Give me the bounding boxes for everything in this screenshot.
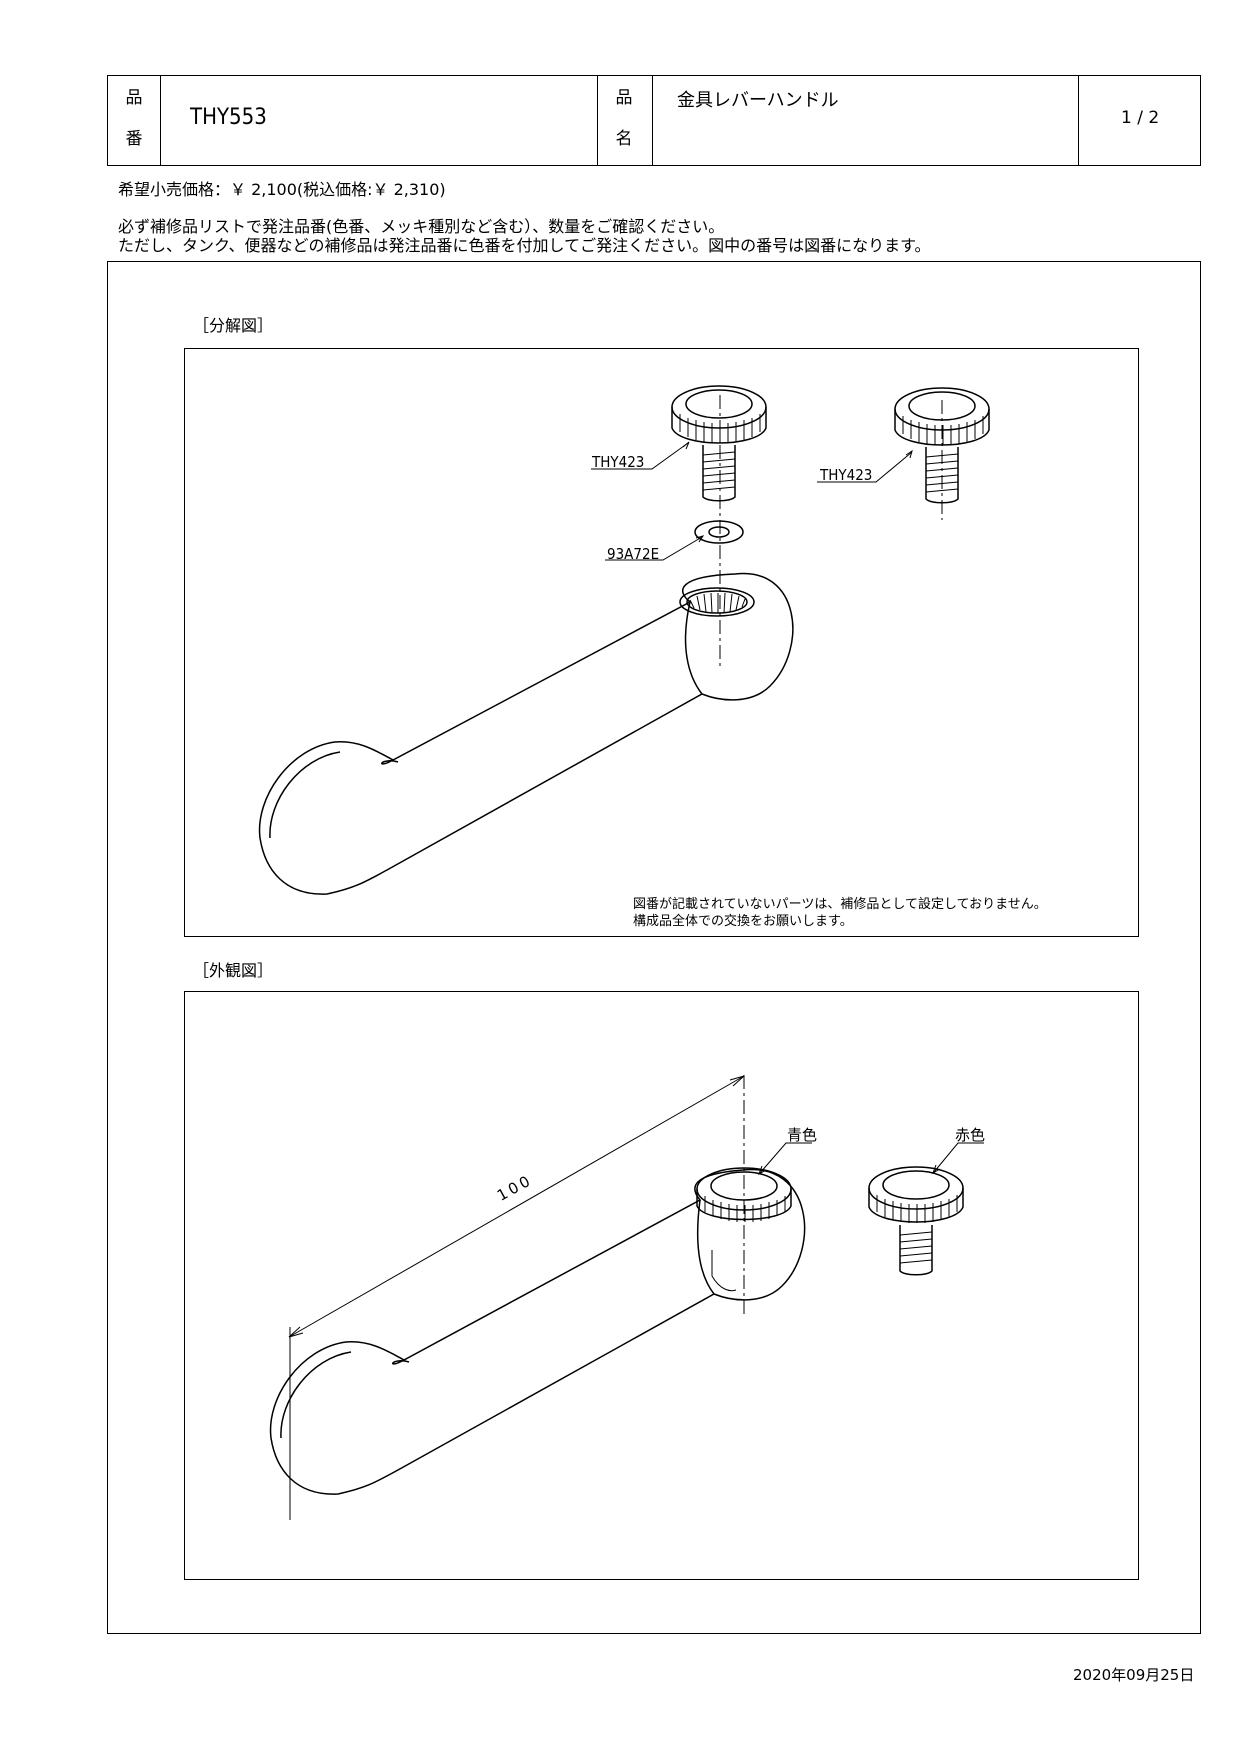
label-blue-color: 青色	[787, 1126, 818, 1144]
exploded-note-2: 構成品全体での交換をお願いします。	[633, 914, 853, 929]
cap-screw-right	[894, 387, 990, 520]
part-name-label: 名	[615, 129, 633, 149]
leader-line	[591, 442, 689, 470]
lever-bore-outer	[679, 587, 755, 617]
header-divider	[160, 75, 161, 166]
external-view-title: ［外観図］	[193, 961, 274, 980]
leader-arrow	[682, 441, 690, 450]
lever-handle	[258, 572, 794, 895]
lever-contour	[381, 759, 399, 765]
part-number-label: 番	[125, 129, 143, 149]
leader-arrow	[695, 535, 705, 543]
leader-arrow	[932, 1164, 941, 1175]
external-view-panel	[184, 991, 1139, 1580]
header-table	[107, 75, 1201, 166]
lever-outline	[258, 572, 794, 895]
page-number: 1 / 2	[1121, 108, 1160, 128]
part-number: THY553	[190, 105, 267, 130]
lever-contour	[684, 601, 703, 695]
lever-contour	[269, 751, 341, 839]
leader-line	[605, 536, 703, 561]
exploded-view-panel	[184, 348, 1139, 937]
part-name-label: 品	[615, 88, 633, 108]
lever-handle-assembled	[269, 1168, 806, 1495]
exploded-note-1: 図番が記載されていないパーツは、補修品として設定しておりません。	[633, 897, 1047, 912]
header-divider	[597, 75, 598, 166]
header-divider	[1078, 75, 1079, 166]
notice-line-2: ただし、タンク、便器などの補修品は発注品番に色番を付加してご発注ください。図中の…	[118, 236, 931, 255]
leader-arrow	[758, 1165, 767, 1176]
washer	[694, 520, 744, 544]
retail-price: 希望小売価格：￥ 2,100(税込価格:￥ 2,310)	[118, 180, 446, 199]
header-divider	[652, 75, 653, 166]
dimension-line	[288, 1075, 745, 1338]
leader-line	[759, 1142, 812, 1174]
cap-red	[868, 1166, 964, 1276]
label-cap-right: THY423	[820, 466, 873, 484]
label-cap-left: THY423	[592, 453, 645, 471]
dimension-arrow	[729, 1075, 745, 1087]
lever-bore-thread	[689, 592, 746, 614]
leader-line	[933, 1142, 984, 1173]
issue-date: 2020年09月25日	[1073, 1666, 1195, 1684]
label-red-color: 赤色	[955, 1126, 986, 1144]
notice-line-1: 必ず補修品リストで発注品番(色番、メッキ種別など含む）、数量をご確認ください。	[118, 217, 725, 236]
part-number-label: 品	[125, 88, 143, 108]
lever-bore-inner	[686, 590, 748, 614]
dimension-arrow	[288, 1326, 304, 1338]
exploded-view-title: ［分解図］	[193, 316, 274, 335]
drawing-frame	[107, 261, 1201, 1634]
leader-line	[817, 451, 913, 483]
leader-arrow	[905, 449, 913, 459]
label-washer: 93A72E	[607, 545, 660, 563]
cap-screw-left	[671, 385, 767, 502]
part-name: 金具レバーハンドル	[677, 90, 839, 111]
